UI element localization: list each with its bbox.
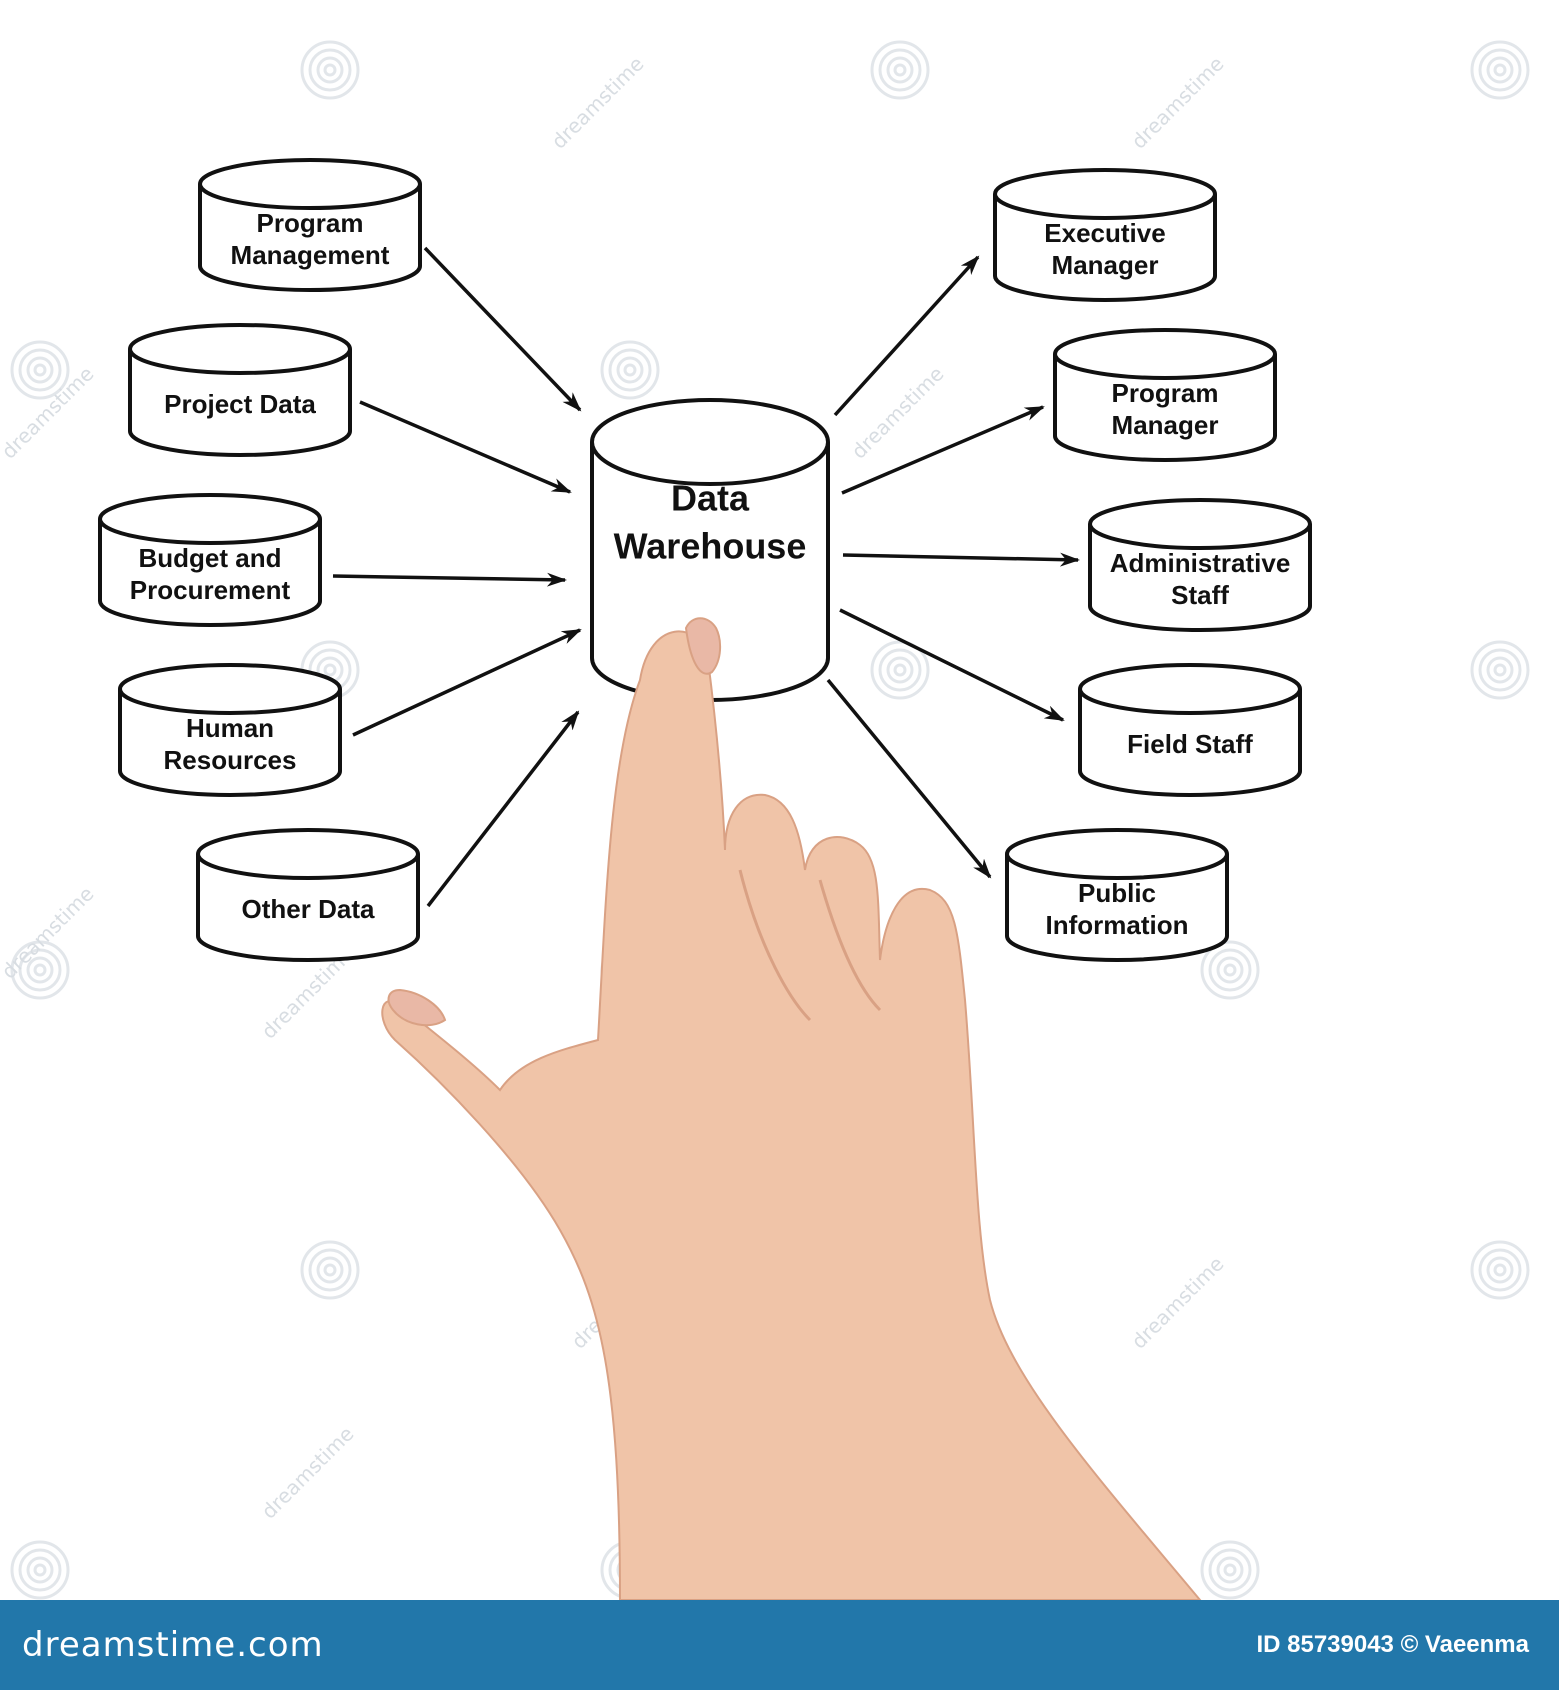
consumer-executive-manager-label-line: Manager xyxy=(1052,250,1159,280)
watermark-spiral-icon xyxy=(10,1540,70,1600)
consumer-executive-manager-top xyxy=(993,168,1217,220)
watermark-spiral-icon xyxy=(1470,40,1530,100)
image-credit: ID 85739043 © Vaeenma xyxy=(1256,1631,1529,1658)
watermark-spiral-icon xyxy=(870,40,930,100)
watermark-text: dreamstime xyxy=(257,1422,359,1524)
watermark-spiral-icon xyxy=(1470,640,1530,700)
consumer-field-staff-body xyxy=(1078,689,1302,797)
consumer-public-information-label-line: Public xyxy=(1078,878,1156,908)
watermark-spiral-icon xyxy=(10,940,70,1000)
source-other-data: Other Data xyxy=(196,828,420,962)
consumer-program-manager-top xyxy=(1053,328,1277,380)
hand-palm xyxy=(381,630,1202,1600)
source-other-data-top xyxy=(196,828,420,880)
consumer-field-staff-label-line: Field Staff xyxy=(1127,729,1253,759)
watermark-spiral-icon xyxy=(1200,940,1260,1000)
watermark-spiral-icon xyxy=(870,640,930,700)
source-program-management-top xyxy=(198,158,422,210)
consumer-public-information-top xyxy=(1005,828,1229,880)
arrow-warehouse-to-administrative-staff xyxy=(842,552,1080,567)
source-project-data-top xyxy=(128,323,352,375)
consumer-program-manager-label-line: Manager xyxy=(1112,410,1219,440)
consumer-administrative-staff-top xyxy=(1088,498,1312,550)
arrow-human-resources-to-warehouse xyxy=(352,628,582,737)
consumer-administrative-staff-label-line: Staff xyxy=(1171,580,1229,610)
source-human-resources-label-line: Resources xyxy=(164,745,297,775)
consumer-executive-manager-body xyxy=(993,194,1217,302)
arrow-warehouse-to-public-information xyxy=(826,678,992,879)
thumb-nail xyxy=(387,988,447,1027)
watermark-text: dreamstime xyxy=(1127,1252,1229,1354)
arrow-project-data-to-warehouse xyxy=(359,400,572,494)
consumer-administrative-staff-label-line: Administrative xyxy=(1110,548,1291,578)
source-program-management-label-line: Management xyxy=(231,240,390,270)
data-warehouse-diagram: dreamstime dreamstime dreamstime dreamstime… xyxy=(0,40,1530,1600)
source-budget-and-procurement-body xyxy=(98,519,322,627)
consumer-field-staff: Field Staff xyxy=(1078,663,1302,797)
source-other-data-body xyxy=(196,854,420,962)
stock-photo-footer: dreamstime.com ID 85739043 © Vaeenma xyxy=(0,1600,1559,1690)
watermark-spiral-icon xyxy=(600,340,660,400)
hand-knuckle-shadow xyxy=(738,869,882,1022)
arrow-warehouse-to-program-manager xyxy=(841,405,1045,495)
source-program-management-label-line: Program xyxy=(257,208,364,238)
source-program-management-body xyxy=(198,184,422,292)
consumer-field-staff-top xyxy=(1078,663,1302,715)
source-budget-and-procurement-top xyxy=(98,493,322,545)
watermark-text: dreamstime xyxy=(847,362,949,464)
source-human-resources-label-line: Human xyxy=(186,713,274,743)
source-project-data: Project Data xyxy=(128,323,352,457)
arrow-layer xyxy=(332,246,1080,908)
data-warehouse-cylinder-top xyxy=(590,398,830,486)
index-finger-nail xyxy=(684,617,722,675)
pointing-hand-image xyxy=(381,617,1202,1600)
watermark-text: dreamstime xyxy=(0,882,98,984)
diagram-image: dreamstime dreamstime dreamstime dreamstime… xyxy=(0,40,1530,1600)
source-human-resources-top xyxy=(118,663,342,715)
source-budget-and-procurement-label-line: Procurement xyxy=(130,575,291,605)
source-budget-and-procurement-label-line: Budget and xyxy=(139,543,282,573)
data-warehouse-cylinder-label-line: Warehouse xyxy=(614,526,807,567)
watermark-spiral-icon xyxy=(1200,1540,1260,1600)
consumer-administrative-staff-body xyxy=(1088,524,1312,632)
arrow-program-management-to-warehouse xyxy=(423,246,582,412)
dreamstime-logo: dreamstime.com xyxy=(22,1625,324,1665)
source-project-data-label-line: Project Data xyxy=(164,389,316,419)
arrow-warehouse-to-executive-manager xyxy=(833,255,980,417)
consumer-program-manager-body xyxy=(1053,354,1277,462)
data-warehouse-cylinder-label-line: Data xyxy=(671,478,750,519)
consumer-public-information-body xyxy=(1005,854,1229,962)
source-other-data-label-line: Other Data xyxy=(242,894,375,924)
source-project-data-body xyxy=(128,349,352,457)
arrow-warehouse-to-field-staff xyxy=(839,608,1065,722)
watermark-spiral-icon xyxy=(10,340,70,400)
watermark-spiral-icon xyxy=(300,1240,360,1300)
consumer-public-information-label-line: Information xyxy=(1046,910,1189,940)
arrow-budget-and-procurement-to-warehouse xyxy=(332,572,567,587)
watermark-text: dreamstime xyxy=(1127,52,1229,154)
consumer-program-manager-label-line: Program xyxy=(1112,378,1219,408)
source-human-resources-body xyxy=(118,689,342,797)
arrow-other-data-to-warehouse xyxy=(426,710,580,908)
watermark-spiral-icon xyxy=(300,40,360,100)
watermark-text: dreamstime xyxy=(547,52,649,154)
consumer-executive-manager-label-line: Executive xyxy=(1044,218,1165,248)
watermark-spiral-icon xyxy=(1470,1240,1530,1300)
